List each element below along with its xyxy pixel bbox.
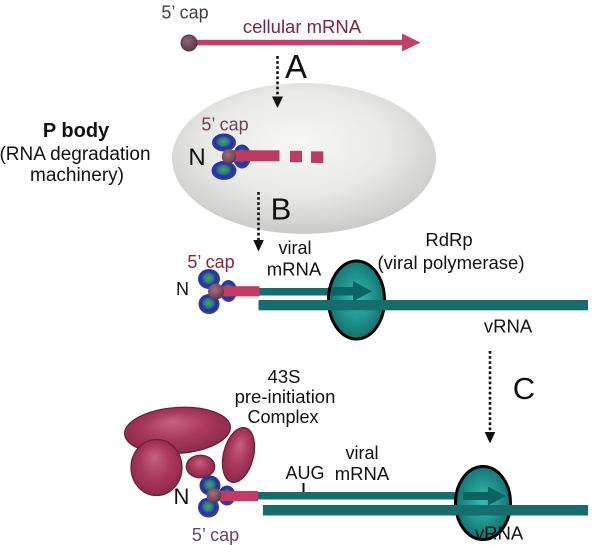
svg-text:(RNA degradation: (RNA degradation (0, 144, 151, 165)
svg-text:P body: P body (43, 120, 110, 142)
svg-text:Complex: Complex (247, 407, 318, 427)
svg-text:mRNA: mRNA (335, 463, 390, 484)
svg-text:C: C (513, 371, 535, 406)
svg-text:viral: viral (345, 443, 378, 463)
svg-text:cellular mRNA: cellular mRNA (243, 16, 362, 37)
svg-text:B: B (271, 192, 292, 227)
svg-text:N: N (188, 144, 205, 171)
svg-text:5’ cap: 5’ cap (201, 115, 248, 135)
svg-text:(viral polymerase): (viral polymerase) (377, 252, 524, 273)
svg-text:AUG: AUG (285, 463, 324, 483)
svg-text:vRNA: vRNA (484, 316, 533, 337)
svg-text:A: A (285, 48, 307, 85)
svg-text:N: N (174, 484, 190, 509)
svg-text:vRNA: vRNA (475, 523, 524, 544)
svg-text:RdRp: RdRp (425, 229, 472, 250)
svg-text:machinery): machinery) (30, 165, 124, 186)
svg-text:mRNA: mRNA (267, 259, 322, 280)
svg-text:43S: 43S (268, 366, 301, 387)
svg-text:pre-initiation: pre-initiation (235, 386, 336, 407)
svg-text:viral: viral (278, 238, 311, 258)
svg-text:5’ cap: 5’ cap (192, 525, 239, 545)
svg-text:N: N (176, 279, 189, 299)
svg-text:5’ cap: 5’ cap (161, 3, 208, 23)
svg-text:5’ cap: 5’ cap (187, 252, 234, 272)
